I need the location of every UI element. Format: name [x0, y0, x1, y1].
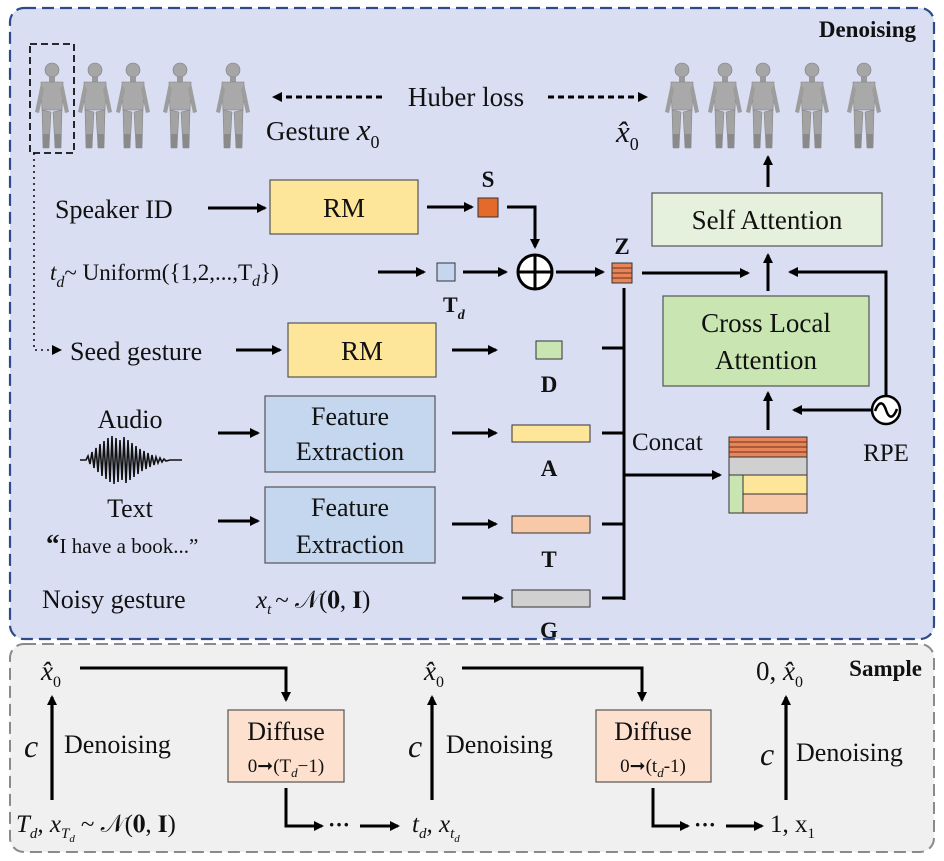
seed-frame-box	[29, 43, 75, 154]
cross-local-attention-label-2: Attention	[715, 345, 817, 375]
feature-extraction-text-label-1: Feature	[311, 493, 389, 522]
d-token	[535, 340, 563, 360]
concat-stack	[728, 436, 808, 514]
sample-panel	[9, 643, 935, 853]
diffuse-1-out	[284, 788, 324, 831]
rm-seed-label: RM	[341, 336, 383, 366]
cross-local-attention-label-1: Cross Local	[701, 308, 831, 338]
sample-start-label: Td, xTd~ 𝒩(𝟎, 𝐈)	[16, 811, 176, 845]
denoising-panel	[8, 6, 936, 641]
sample-c-1: c	[24, 728, 38, 764]
d-token-label: D	[541, 372, 558, 397]
g-token-label: G	[540, 618, 558, 643]
diffuse-box-1	[227, 709, 345, 783]
td-label: td~ Uniform({1,2,...,Td})	[50, 260, 279, 291]
sample-x0hat-1: x̂0	[40, 656, 61, 691]
huber-loss-label: Huber loss	[408, 82, 524, 112]
sample-title: Sample	[849, 656, 922, 681]
g-token	[511, 589, 591, 608]
rm-speaker-label: RM	[323, 193, 365, 223]
s-token-label: S	[482, 167, 495, 192]
rpe-label: RPE	[863, 440, 909, 467]
td-token-label: Td	[443, 292, 466, 323]
gesture-label: Gesture x0	[266, 112, 379, 152]
a-token	[511, 424, 591, 443]
text-example: “I have a book...”	[46, 529, 198, 559]
td-token	[436, 262, 456, 282]
sample-denoising-1: Denoising	[64, 730, 171, 759]
sample-denoising-2: Denoising	[446, 730, 553, 759]
self-attention-box	[651, 192, 883, 247]
sample-mid-label: td, xtd	[412, 811, 460, 845]
diffuse-range-2: 0➞(td-1)	[620, 756, 686, 780]
audio-waveform-icon	[80, 435, 182, 485]
s-token	[477, 197, 499, 218]
sample-x0hat-2: x̂0	[423, 656, 444, 691]
t-token	[511, 515, 591, 534]
z-token	[611, 262, 633, 284]
diffuse-title-1: Diffuse	[247, 717, 325, 746]
sample-final-label: 0, x̂0	[756, 656, 803, 691]
sample-c-3: c	[760, 736, 774, 772]
feature-extraction-text-label-2: Extraction	[296, 530, 404, 559]
cross-local-attention-box	[662, 295, 870, 387]
ellipsis-2: ···	[694, 812, 716, 837]
text-label: Text	[107, 494, 154, 523]
ellipsis-1: ···	[328, 812, 350, 837]
feature-extraction-text-box	[264, 486, 436, 564]
z-token-label: Z	[614, 234, 629, 259]
a-token-label: A	[541, 456, 558, 481]
speaker-id-label: Speaker ID	[55, 195, 173, 224]
sample-end-label: 1, x1	[770, 811, 815, 842]
seed-gesture-label: Seed gesture	[70, 337, 202, 366]
rm-speaker-box	[269, 179, 419, 235]
denoising-title: Denoising	[819, 17, 917, 42]
s-to-plus-arrow	[507, 205, 540, 249]
t-token-label: T	[541, 547, 556, 572]
feature-extraction-audio-label-2: Extraction	[296, 437, 404, 466]
concat-label: Concat	[632, 429, 703, 456]
audio-label: Audio	[98, 405, 163, 434]
feature-extraction-audio-label-1: Feature	[311, 402, 389, 431]
sample-to-diffuse-1	[80, 666, 291, 702]
rpe-to-self-arrow	[788, 267, 888, 396]
noisy-gesture-formula: xt~ 𝒩(𝟎, 𝐈)	[255, 587, 370, 618]
rm-seed-box	[287, 322, 437, 378]
prediction-label: x̂0	[615, 114, 639, 154]
sample-to-diffuse-2	[462, 666, 647, 702]
feature-extraction-audio-box	[264, 395, 436, 473]
sample-c-2: c	[408, 728, 422, 764]
diffuse-box-2	[595, 709, 712, 783]
noisy-gesture-label: Noisy gesture	[42, 585, 186, 614]
diffuse-title-2: Diffuse	[614, 717, 692, 746]
diffuse-range-1: 0➞(Td−1)	[248, 756, 324, 780]
sample-denoising-3: Denoising	[796, 738, 903, 767]
self-attention-label: Self Attention	[692, 205, 843, 235]
rpe-wave	[873, 402, 899, 418]
diffuse-2-out	[651, 788, 690, 831]
